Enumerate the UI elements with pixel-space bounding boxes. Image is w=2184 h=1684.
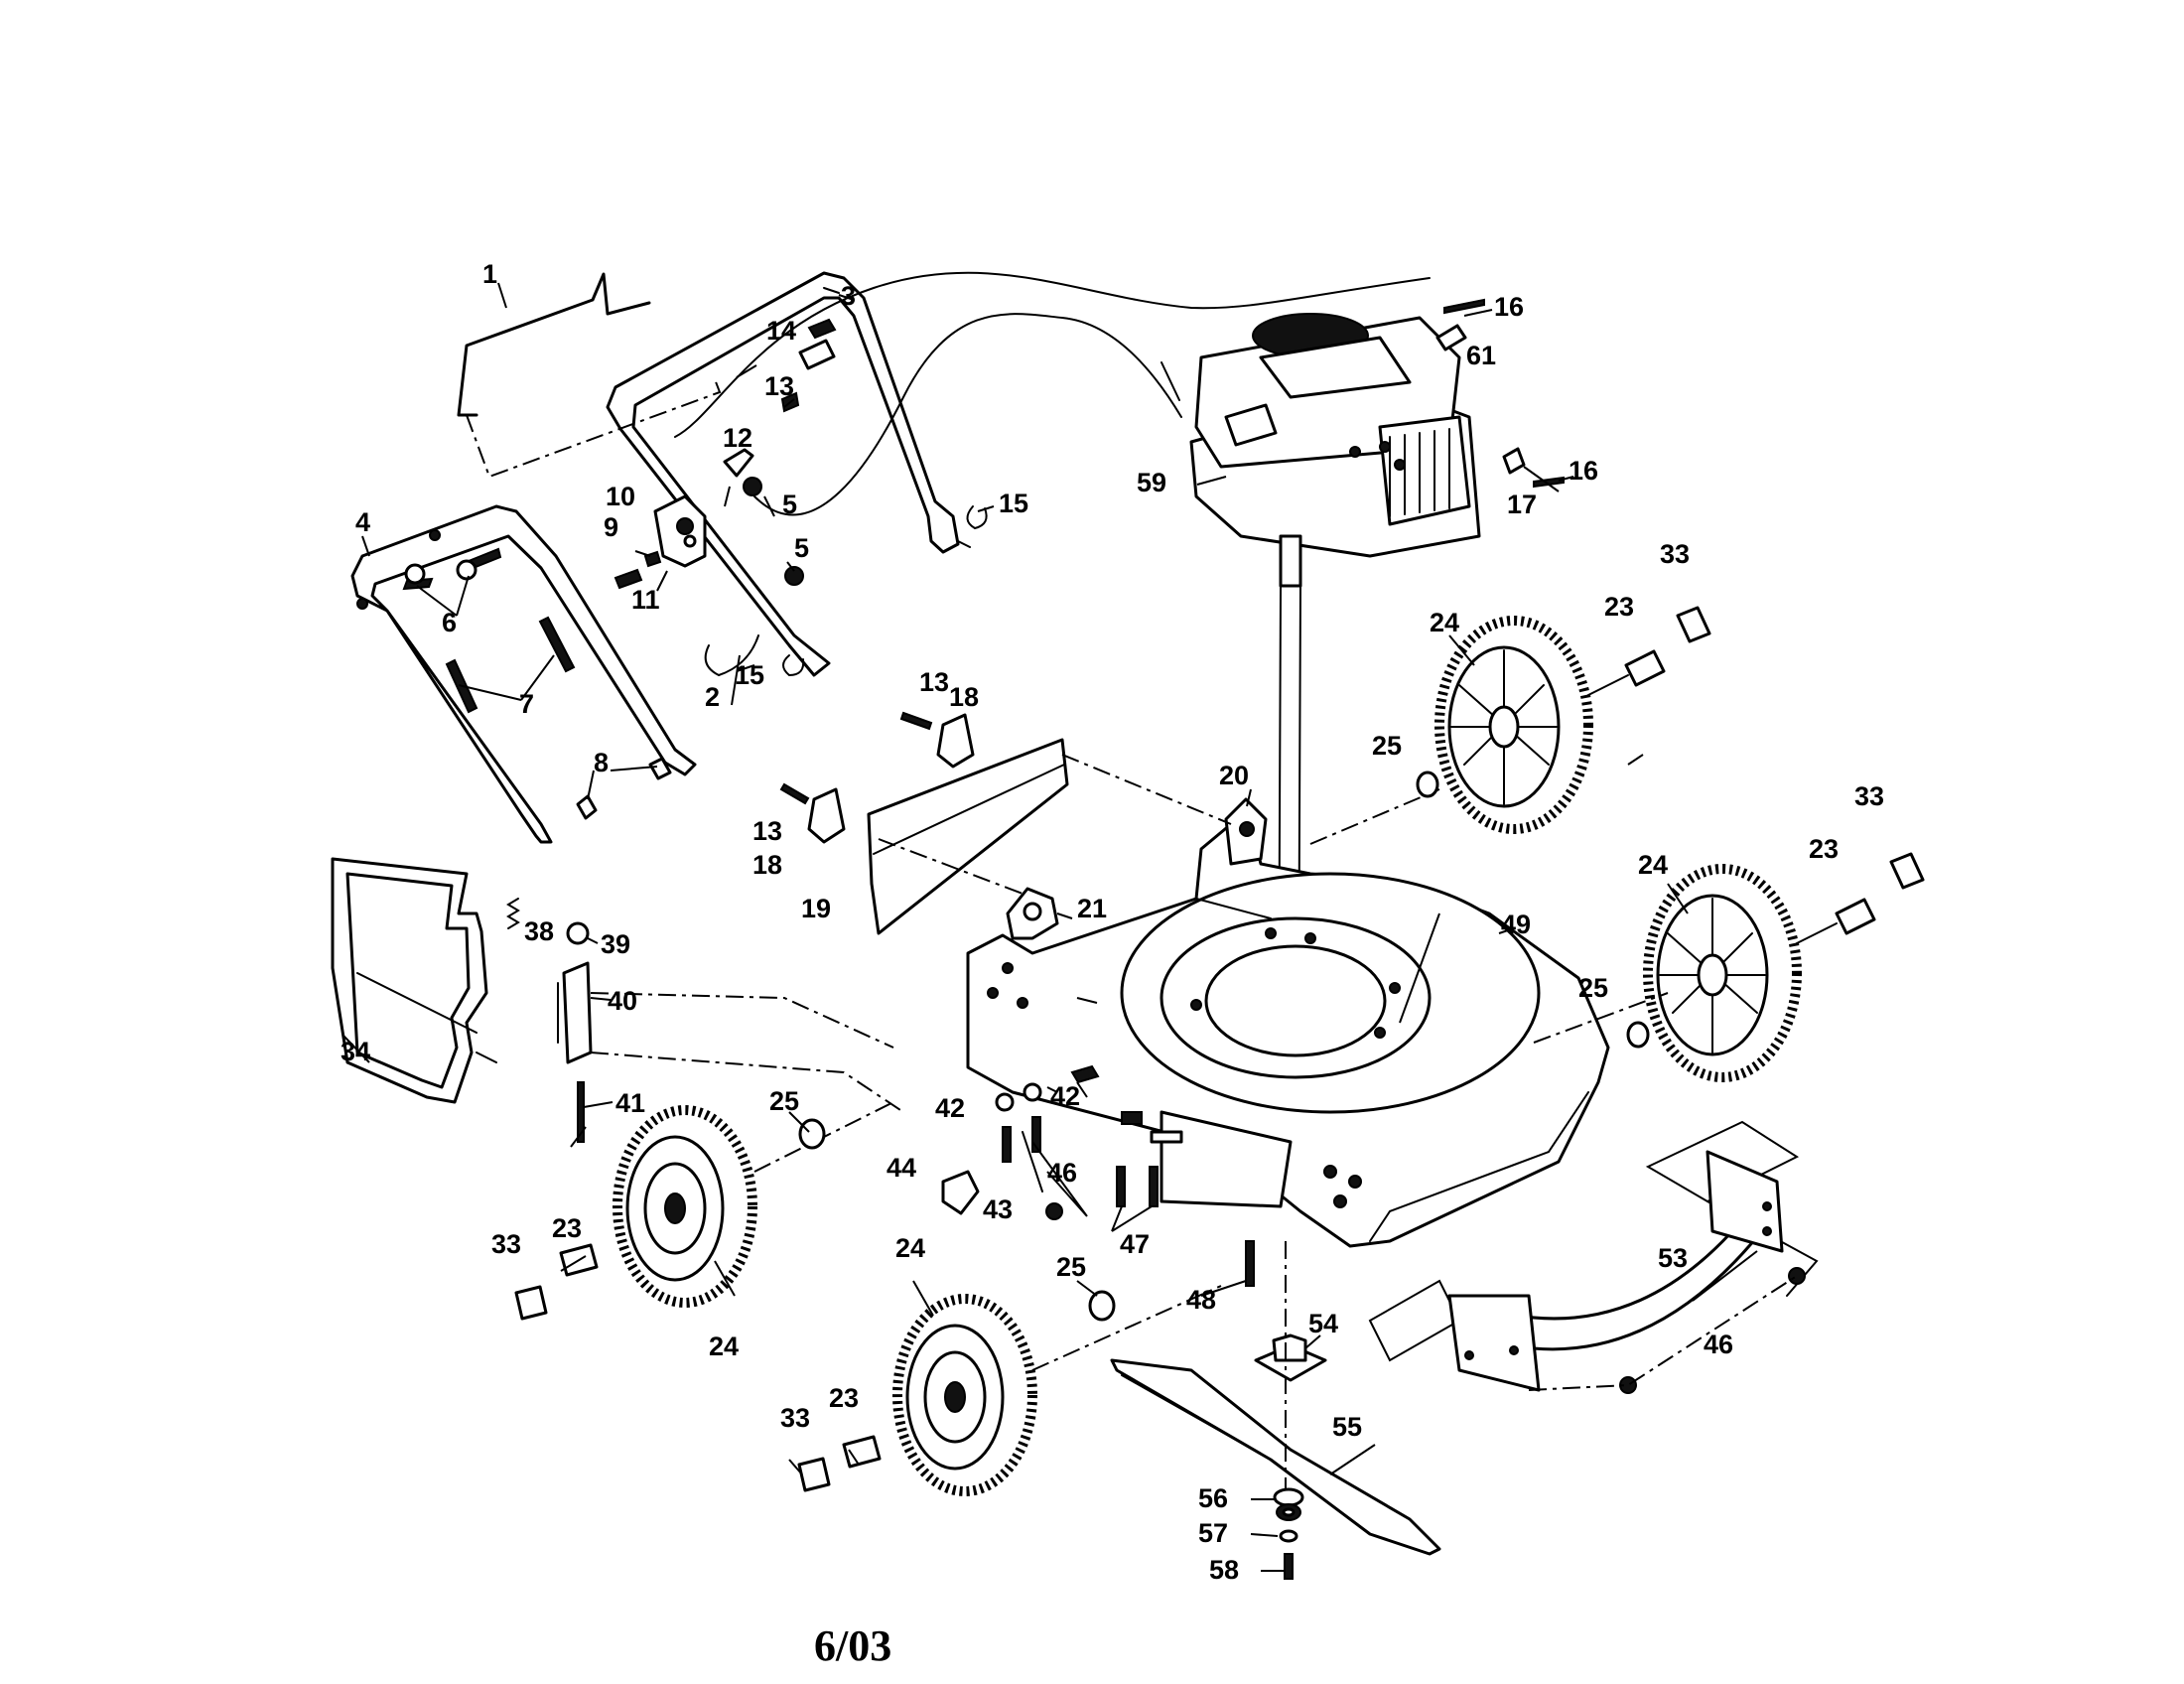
callout-25-rear-upper: 25 (1372, 731, 1402, 761)
callout-25-front-left: 25 (769, 1086, 799, 1116)
callout-16-upper: 16 (1494, 292, 1524, 322)
callout-44: 44 (887, 1153, 916, 1183)
control-cables (674, 271, 1431, 516)
under-deck-hardware (941, 1064, 1255, 1287)
part-55-blade (1110, 1358, 1441, 1556)
callout-12: 12 (723, 423, 752, 453)
callout-2: 2 (705, 682, 720, 712)
wheel-rear-upper (1434, 616, 1593, 834)
callout-39: 39 (601, 929, 630, 959)
part-3-upper-handle (606, 271, 960, 677)
part-1-control-bar (457, 272, 722, 479)
part-19-rear-skirt (867, 738, 1232, 935)
callout-5-lower: 5 (794, 533, 809, 563)
callout-10: 10 (606, 482, 635, 511)
callout-13-mid: 13 (919, 667, 949, 697)
callout-9: 9 (604, 512, 618, 542)
wheel-front-left (613, 1105, 757, 1308)
callout-25-rear-lower: 25 (1578, 973, 1608, 1003)
callout-47: 47 (1120, 1229, 1150, 1259)
callout-5-upper: 5 (782, 490, 797, 519)
callout-53: 53 (1658, 1243, 1688, 1273)
callout-23-rear-upper: 23 (1604, 592, 1634, 622)
callout-6: 6 (442, 608, 457, 637)
callout-15-lower: 15 (735, 660, 764, 690)
part-20-bolt (1239, 821, 1255, 837)
leader-lines (341, 282, 1758, 1572)
callout-61: 61 (1466, 341, 1496, 370)
wheel-front-right (892, 1294, 1037, 1496)
callout-13-upper: 13 (764, 371, 794, 401)
callout-23-front-left: 23 (552, 1213, 582, 1243)
callout-42-left: 42 (935, 1093, 965, 1123)
callout-46-center: 46 (1047, 1158, 1077, 1188)
callout-24-front-left: 24 (709, 1332, 739, 1361)
callout-24-front-right: 24 (895, 1233, 925, 1263)
callout-labels: 1 3 14 13 12 5 5 10 9 11 15 15 2 4 6 7 8… (341, 259, 1884, 1585)
callout-49: 49 (1501, 910, 1531, 939)
callout-58: 58 (1209, 1555, 1239, 1585)
callout-1: 1 (482, 259, 497, 289)
callout-3: 3 (841, 281, 856, 311)
callout-33-front-right: 33 (780, 1403, 810, 1433)
callout-42-right: 42 (1050, 1081, 1080, 1111)
callout-57: 57 (1198, 1518, 1228, 1548)
callout-59: 59 (1137, 468, 1166, 497)
callout-23-front-right: 23 (829, 1383, 859, 1413)
callout-43: 43 (983, 1194, 1013, 1224)
part-10-handle-bracket (653, 494, 707, 568)
callout-34: 34 (341, 1037, 370, 1066)
handle-hardware (614, 318, 988, 677)
callout-56: 56 (1198, 1483, 1228, 1513)
deflector-hinge-parts (506, 898, 904, 1143)
callout-19: 19 (801, 894, 831, 923)
engine-hardware (1435, 298, 1565, 489)
callout-38: 38 (524, 916, 554, 946)
part-53-rear-baffle (1368, 1120, 1819, 1394)
callout-16-lower: 16 (1569, 456, 1598, 486)
callout-7: 7 (519, 689, 534, 719)
part-49-mower-deck (966, 822, 1610, 1248)
blade-bolt-parts (1273, 1487, 1304, 1580)
callout-40: 40 (608, 986, 637, 1016)
callout-4: 4 (355, 507, 370, 537)
callout-55: 55 (1332, 1412, 1362, 1442)
callout-24-rear-upper: 24 (1430, 608, 1459, 637)
callout-21: 21 (1077, 894, 1107, 923)
callout-18-lower: 18 (752, 850, 782, 880)
wheel-rear-lower (1643, 864, 1802, 1082)
wheel-hardware (514, 606, 1925, 1492)
callout-8: 8 (594, 748, 609, 777)
date-code: 6/03 (814, 1621, 891, 1670)
part-4-lower-handle (350, 504, 697, 844)
callout-23-rear-lower: 23 (1809, 834, 1839, 864)
callout-20: 20 (1219, 761, 1249, 790)
part-54-blade-adapter (1254, 1333, 1327, 1382)
callout-15-upper: 15 (999, 489, 1028, 518)
callout-14: 14 (766, 316, 796, 346)
callout-17: 17 (1507, 490, 1537, 519)
part-21-hole (1023, 902, 1042, 921)
callout-33-rear-upper: 33 (1660, 539, 1690, 569)
callout-33-rear-lower: 33 (1854, 781, 1884, 811)
callout-25-front-right: 25 (1056, 1252, 1086, 1282)
part-59-engine (1189, 313, 1481, 588)
callout-48: 48 (1186, 1285, 1216, 1315)
callout-13-lower: 13 (752, 816, 782, 846)
callout-11: 11 (631, 585, 660, 615)
callout-33-front-left: 33 (491, 1229, 521, 1259)
part-18-brackets (779, 711, 975, 844)
part-34-grass-deflector (331, 857, 497, 1104)
callout-54: 54 (1308, 1309, 1338, 1338)
callout-46-right: 46 (1704, 1330, 1733, 1359)
callout-41: 41 (615, 1088, 645, 1118)
lower-handle-hardware (402, 547, 672, 820)
callout-18-upper: 18 (949, 682, 979, 712)
callout-24-rear-lower: 24 (1638, 850, 1668, 880)
